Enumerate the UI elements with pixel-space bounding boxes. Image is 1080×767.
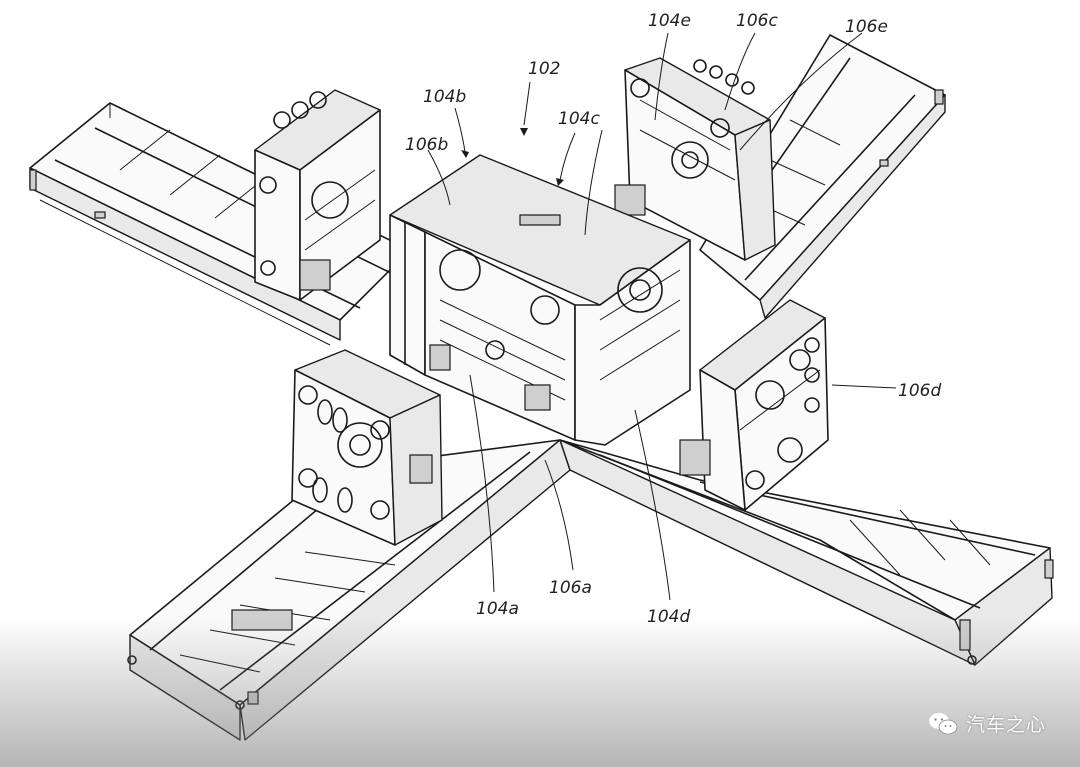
label-106c: 106c (736, 11, 778, 31)
label-106d: 106d (898, 381, 941, 401)
center-carrier (389, 154, 691, 446)
label-102: 102 (528, 59, 560, 79)
label-104b: 104b (423, 87, 466, 107)
label-104c: 104c (558, 109, 600, 129)
mold-right (679, 299, 829, 511)
label-104a: 104a (476, 599, 519, 619)
label-104e: 104e (648, 11, 691, 31)
wechat-icon (928, 712, 958, 734)
mold-front-left (291, 349, 443, 546)
bottom-fade-overlay (0, 617, 1080, 767)
watermark-text: 汽车之心 (965, 714, 1046, 736)
label-106a: 106a (549, 578, 592, 598)
watermark: 汽车之心 (928, 710, 1046, 737)
reference-labels: 102 104b 106b 104c 104e 106c 106e 106d 1… (405, 11, 941, 627)
label-106e: 106e (845, 17, 888, 37)
arrowheads (461, 128, 564, 186)
leader-lines (427, 32, 897, 601)
label-106b: 106b (405, 135, 448, 155)
mold-upper-left (254, 89, 381, 301)
